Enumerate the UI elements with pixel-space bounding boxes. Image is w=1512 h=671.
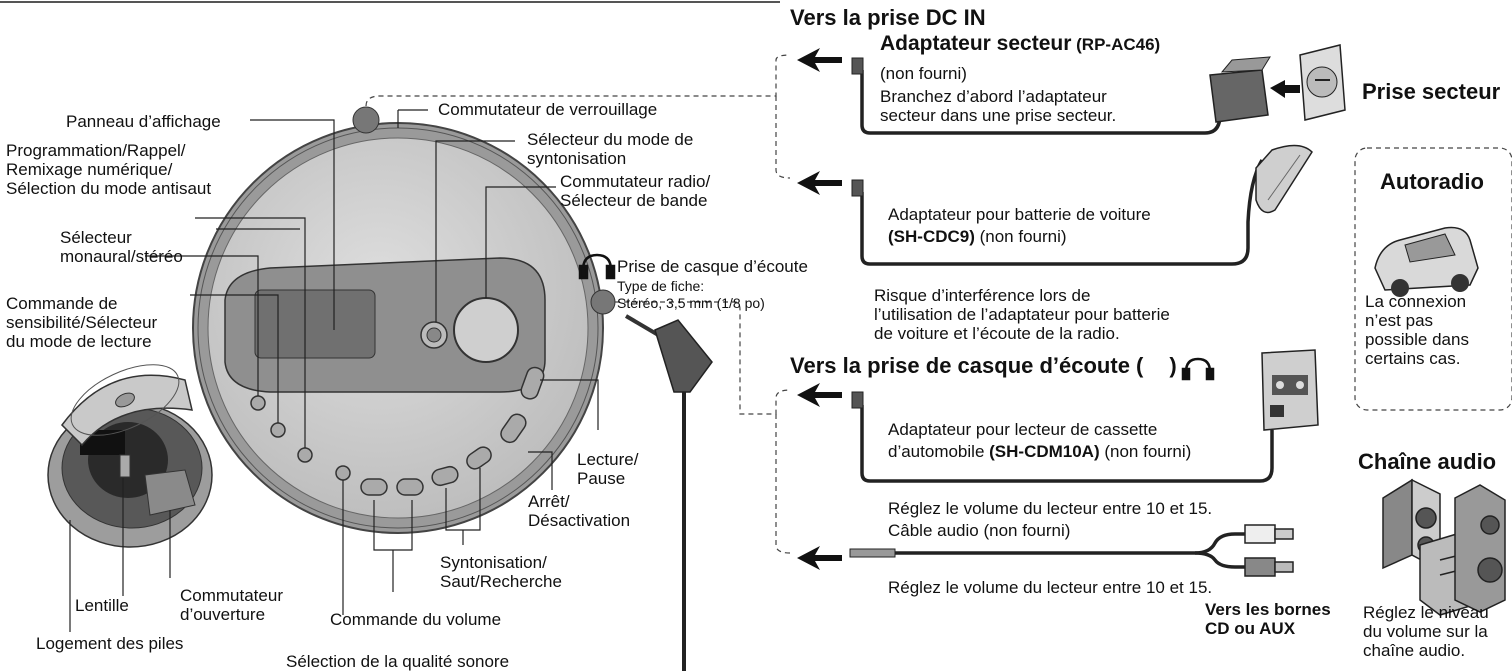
label-commutateur-radio: Commutateur radio/ Sélecteur de bande: [560, 172, 711, 210]
label-fiche-type: Type de fiche:: [617, 278, 705, 294]
title-casque-text: Vers la prise de casque d’écoute (: [790, 353, 1144, 378]
title-chaine-audio: Chaîne audio: [1358, 449, 1497, 474]
label-lecture: Lecture/ Pause: [577, 450, 639, 488]
headphone-plug: [624, 314, 713, 671]
connexion-note: La connexion n’est pas possible dans cer…: [1365, 292, 1469, 368]
reglez-volume-2: Réglez le volume du lecteur entre 10 et …: [888, 578, 1213, 597]
batterie-non-fourni: (non fourni): [974, 227, 1067, 246]
label-programmation: Programmation/Rappel/ Remixage numérique…: [6, 141, 212, 198]
label-ouverture: Commutateur d’ouverture: [180, 586, 283, 624]
ac-adapter: [1209, 56, 1300, 123]
stereo-system: [1382, 478, 1506, 616]
headphone-icon-small: [1181, 357, 1215, 381]
arrows: [797, 48, 842, 570]
cd-player-open: [47, 364, 213, 548]
adaptateur-secteur-label: Adaptateur secteur: [880, 32, 1072, 55]
adaptateur-non-fourni: (non fourni): [880, 64, 967, 83]
label-verrouillage: Commutateur de verrouillage: [438, 100, 658, 119]
label-piles: Logement des piles: [36, 634, 184, 653]
car-icon: [1374, 226, 1479, 297]
reglez-volume-1: Réglez le volume du lecteur entre 10 et …: [888, 499, 1213, 518]
cassette-non-fourni: (non fourni): [1099, 442, 1192, 461]
label-fiche-stereo: Stéréo, 3,5 mm (1/8 po): [617, 295, 765, 311]
leader-lines: [69, 109, 599, 632]
risque-text: Risque d’interférence lors de l’utilisat…: [874, 286, 1170, 343]
label-sensibilite: Commande de sensibilité/Sélecteur du mod…: [6, 294, 158, 351]
label-arret: Arrêt/ Désactivation: [528, 492, 631, 530]
rca-plugs: [1244, 524, 1294, 577]
label-qualite: Sélection de la qualité sonore: [286, 652, 510, 671]
bornes-label: Vers les bornes CD ou AUX: [1205, 600, 1331, 638]
label-casque: Prise de casque d’écoute: [617, 257, 808, 276]
adaptateur-secteur-model: (RP-AC46): [1076, 35, 1161, 54]
batterie-model: (SH-CDC9): [888, 227, 975, 246]
title-autoradio: Autoradio: [1380, 169, 1484, 194]
branchez-text: Branchez d’abord l’adaptateur secteur da…: [880, 87, 1117, 125]
cd-player: [192, 106, 616, 534]
cassette-line1: Adaptateur pour lecteur de cassette: [888, 420, 1158, 439]
cassette-line2: d’automobile (SH-CDM10A) (non fourni): [888, 442, 1191, 461]
cassette-model: (SH-CDM10A): [989, 442, 1100, 461]
plugs: [849, 57, 896, 558]
label-volume: Commande du volume: [330, 610, 502, 629]
dashed-links: [365, 54, 1512, 554]
car-battery-adapter: [1255, 144, 1313, 214]
cable-audio-label: Câble audio (non fourni): [888, 521, 1071, 540]
adaptateur-secteur-heading: Adaptateur secteur (RP-AC46): [880, 32, 1160, 55]
title-casque: Vers la prise de casque d’écoute (): [790, 354, 1177, 378]
batterie-line2: (SH-CDC9) (non fourni): [888, 227, 1067, 246]
wall-outlet: [1299, 44, 1346, 121]
cassette-line2a: d’automobile: [888, 442, 990, 461]
label-lentille: Lentille: [75, 596, 129, 615]
cassette-adapter: [1261, 349, 1319, 431]
title-prise-secteur: Prise secteur: [1362, 79, 1501, 104]
title-casque-end: ): [1169, 353, 1177, 378]
batterie-line1: Adaptateur pour batterie de voiture: [888, 205, 1151, 224]
label-monaural: Sélecteur monaural/stéréo: [60, 228, 183, 266]
chaine-note: Réglez le niveau du volume sur la chaîne…: [1363, 603, 1489, 660]
headphone-icon: [578, 253, 616, 280]
label-selecteur-syntonisation: Sélecteur du mode de syntonisation: [527, 130, 694, 168]
label-panneau: Panneau d’affichage: [66, 112, 221, 131]
title-dc-in: Vers la prise DC IN: [790, 5, 986, 30]
label-syntonisation-saut: Syntonisation/ Saut/Recherche: [440, 553, 562, 591]
